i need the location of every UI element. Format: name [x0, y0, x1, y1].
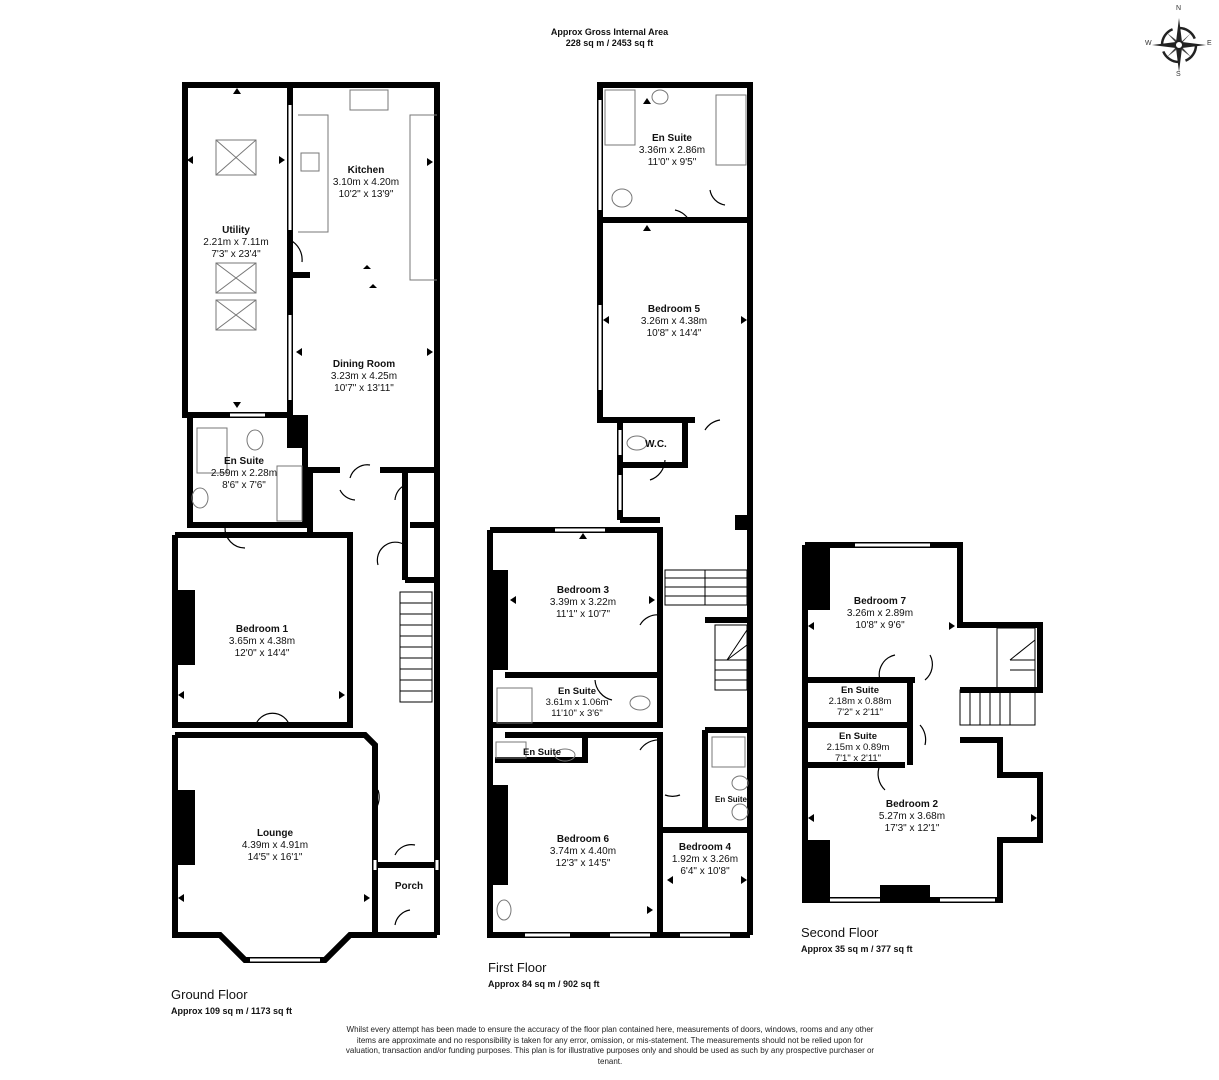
- room-name: Bedroom 1: [235, 624, 289, 635]
- room-name: Dining Room: [332, 359, 396, 370]
- room-imperial: 17'3" x 12'1": [884, 823, 940, 834]
- room-porch: Porch: [395, 881, 423, 893]
- room-metric: 1.92m x 3.26m: [671, 854, 739, 865]
- room-metric: 3.74m x 4.40m: [549, 846, 617, 857]
- room-name: Bedroom 7: [853, 596, 907, 607]
- room-dining-room: Dining Room 3.23m x 4.25m 10'7" x 13'11": [331, 359, 397, 395]
- room-metric: 3.23m x 4.25m: [330, 371, 398, 382]
- room-name: En Suite: [223, 456, 264, 467]
- room-metric: 2.18m x 0.88m: [828, 696, 892, 707]
- room-metric: 5.27m x 3.68m: [878, 811, 946, 822]
- room-name: En Suite: [714, 795, 748, 804]
- gross-area-header: Approx Gross Internal Area 228 sq m / 24…: [0, 27, 1219, 49]
- compass-west: W: [1145, 40, 1152, 47]
- room-metric: 4.39m x 4.91m: [241, 840, 309, 851]
- room-en-suite-ff-3: En Suite: [523, 747, 561, 758]
- room-en-suite-ff-2: En Suite 3.61m x 1.06m 11'10" x 3'6": [546, 686, 609, 719]
- room-en-suite-sf-2: En Suite 2.15m x 0.89m 7'1" x 2'11": [827, 731, 890, 764]
- room-imperial: 8'6" x 7'6": [222, 480, 266, 491]
- room-imperial: 14'5" x 16'1": [247, 852, 303, 863]
- room-imperial: 7'1" x 2'11": [834, 753, 882, 764]
- room-name: Lounge: [256, 828, 294, 839]
- room-imperial: 11'10" x 3'6": [551, 708, 603, 719]
- first-floor-area: Approx 84 sq m / 902 sq ft: [488, 979, 600, 989]
- room-name: En Suite: [651, 133, 692, 144]
- room-name: Porch: [394, 881, 424, 892]
- second-floor-label: Second Floor: [801, 925, 879, 940]
- first-floor-label: First Floor: [488, 960, 547, 975]
- room-imperial: 12'0" x 14'4": [234, 648, 290, 659]
- room-imperial: 10'7" x 13'11": [334, 383, 394, 394]
- room-imperial: 7'2" x 2'11": [836, 707, 884, 718]
- room-en-suite-ff-4: En Suite: [715, 794, 747, 805]
- room-bedroom-7: Bedroom 7 3.26m x 2.89m 10'8" x 9'6": [847, 596, 913, 632]
- room-metric: 3.39m x 3.22m: [549, 597, 617, 608]
- room-imperial: 10'8" x 9'6": [855, 620, 905, 631]
- room-name: Kitchen: [347, 165, 385, 176]
- gross-area-title: Approx Gross Internal Area: [550, 27, 669, 37]
- room-wc: W.C.: [645, 439, 667, 451]
- ground-floor-label: Ground Floor: [171, 987, 248, 1002]
- room-name: En Suite: [557, 686, 596, 697]
- room-name: Bedroom 3: [556, 585, 610, 596]
- compass-east: E: [1207, 40, 1212, 47]
- room-metric: 3.26m x 2.89m: [846, 608, 914, 619]
- room-imperial: 12'3" x 14'5": [555, 858, 611, 869]
- room-bedroom-5: Bedroom 5 3.26m x 4.38m 10'8" x 14'4": [641, 304, 707, 340]
- room-imperial: 6'4" x 10'8": [680, 866, 730, 877]
- room-imperial: 10'2" x 13'9": [338, 189, 394, 200]
- room-bedroom-3: Bedroom 3 3.39m x 3.22m 11'1" x 10'7": [550, 585, 616, 621]
- room-lounge: Lounge 4.39m x 4.91m 14'5" x 16'1": [242, 828, 308, 864]
- room-en-suite-ff-1: En Suite 3.36m x 2.86m 11'0" x 9'5": [639, 133, 705, 169]
- room-en-suite-sf-1: En Suite 2.18m x 0.88m 7'2" x 2'11": [829, 685, 892, 718]
- room-bedroom-4: Bedroom 4 1.92m x 3.26m 6'4" x 10'8": [672, 842, 738, 878]
- room-kitchen: Kitchen 3.10m x 4.20m 10'2" x 13'9": [333, 165, 399, 201]
- room-bedroom-2: Bedroom 2 5.27m x 3.68m 17'3" x 12'1": [879, 799, 945, 835]
- room-name: Bedroom 4: [678, 842, 732, 853]
- room-name: Bedroom 2: [885, 799, 939, 810]
- room-metric: 3.36m x 2.86m: [638, 145, 706, 156]
- gross-area-total: 228 sq m / 2453 sq ft: [565, 38, 654, 48]
- room-utility: Utility 2.21m x 7.11m 7'3" x 23'4": [203, 225, 268, 261]
- room-imperial: 7'3" x 23'4": [211, 249, 261, 260]
- compass-north: N: [1176, 5, 1182, 12]
- ground-floor-area: Approx 109 sq m / 1173 sq ft: [171, 1006, 293, 1016]
- room-imperial: 11'1" x 10'7": [555, 609, 611, 620]
- room-en-suite-gf: En Suite 2.59m x 2.28m 8'6" x 7'6": [211, 456, 277, 492]
- room-metric: 2.15m x 0.89m: [826, 742, 890, 753]
- room-metric: 3.65m x 4.38m: [228, 636, 296, 647]
- room-metric: 3.61m x 1.06m: [545, 697, 609, 708]
- disclaimer-text: Whilst every attempt has been made to en…: [345, 1025, 875, 1066]
- room-name: En Suite: [840, 685, 879, 696]
- room-metric: 2.59m x 2.28m: [210, 468, 278, 479]
- room-imperial: 10'8" x 14'4": [646, 328, 702, 339]
- compass-south: S: [1176, 71, 1181, 78]
- room-name: En Suite: [522, 747, 562, 758]
- room-name: Utility: [222, 225, 250, 236]
- room-name: En Suite: [838, 731, 877, 742]
- room-imperial: 11'0" x 9'5": [647, 157, 697, 168]
- room-metric: 3.10m x 4.20m: [332, 177, 400, 188]
- second-floor-area: Approx 35 sq m / 377 sq ft: [801, 944, 913, 954]
- compass-rose-icon: N S W E: [1145, 5, 1215, 80]
- room-name: Bedroom 6: [556, 834, 610, 845]
- room-name: Bedroom 5: [647, 304, 701, 315]
- room-metric: 2.21m x 7.11m: [203, 237, 269, 248]
- room-name: W.C.: [645, 439, 667, 450]
- room-bedroom-1: Bedroom 1 3.65m x 4.38m 12'0" x 14'4": [229, 624, 295, 660]
- room-metric: 3.26m x 4.38m: [640, 316, 708, 327]
- room-bedroom-6: Bedroom 6 3.74m x 4.40m 12'3" x 14'5": [550, 834, 616, 870]
